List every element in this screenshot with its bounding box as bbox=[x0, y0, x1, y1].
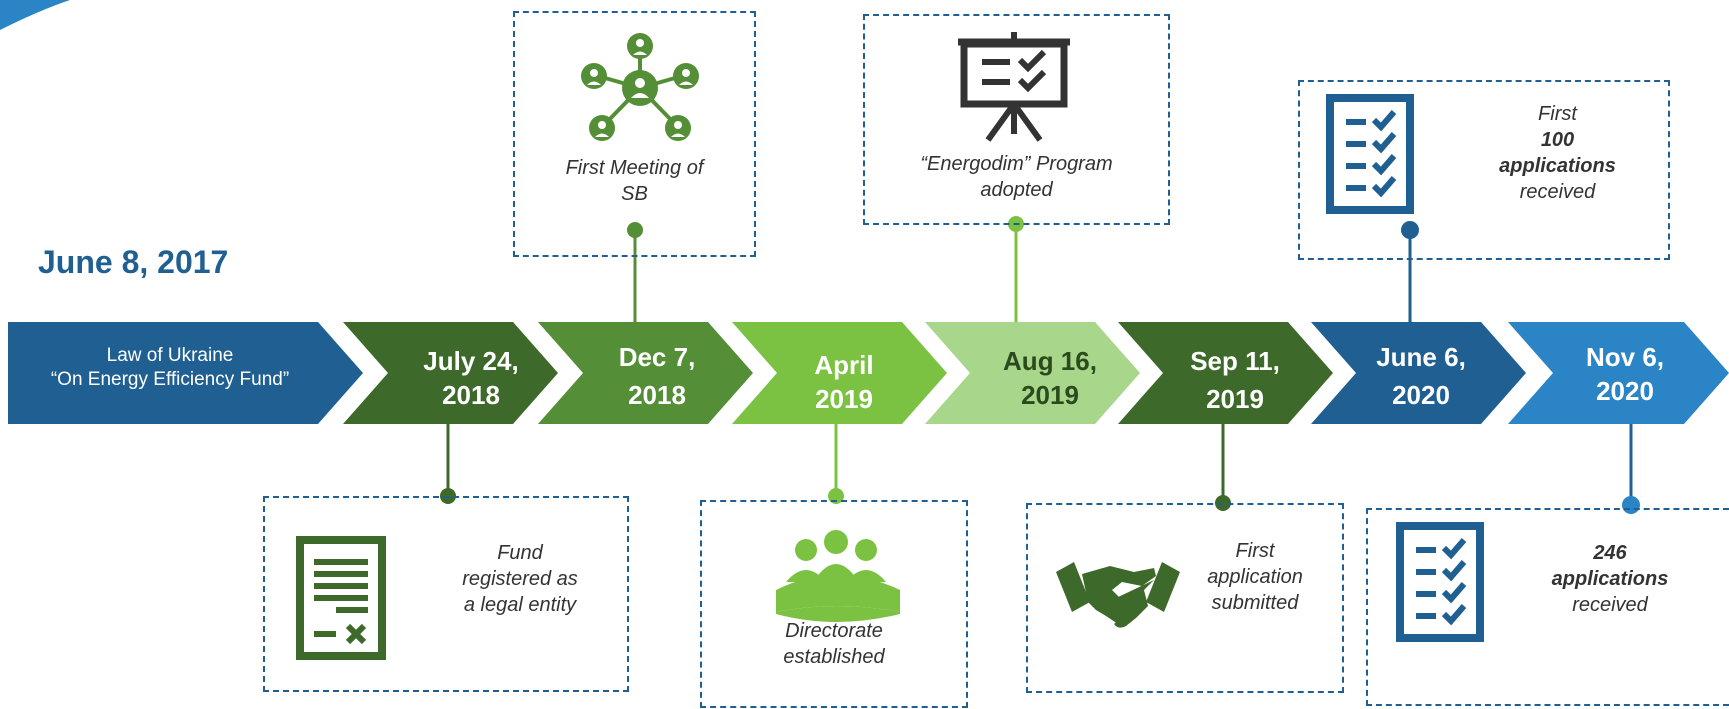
milestone-label-dec-2018: Dec 7, 2018 bbox=[582, 340, 732, 412]
event-box-fund-registered bbox=[263, 496, 629, 692]
milestone-label-aug-2019: Aug 16, 2019 bbox=[970, 344, 1130, 412]
caption-line: SB bbox=[621, 183, 648, 205]
caption-line: First Meeting of bbox=[565, 157, 704, 179]
milestone-arrow-6 bbox=[1508, 322, 1729, 424]
caption-line: application bbox=[1207, 566, 1303, 588]
milestone-year-line: 2018 bbox=[442, 380, 500, 410]
caption-bold-line: applications bbox=[1551, 568, 1669, 590]
milestone-arrow-1 bbox=[538, 322, 753, 424]
law-label: Law of Ukraine “On Energy Efficiency Fun… bbox=[0, 344, 340, 392]
checklist-icon bbox=[1326, 94, 1414, 214]
milestone-label-april-2019: April 2019 bbox=[774, 348, 914, 416]
law-arrow bbox=[8, 322, 363, 424]
caption-line: submitted bbox=[1211, 592, 1299, 614]
milestone-label-nov-2020: Nov 6, 2020 bbox=[1550, 340, 1700, 408]
milestone-arrow-4 bbox=[1118, 322, 1333, 424]
milestone-label-sep-2019: Sep 11, 2019 bbox=[1160, 344, 1310, 416]
event-caption-first-100: First 100 applications received bbox=[1470, 101, 1645, 205]
handshake-icon bbox=[1056, 562, 1180, 628]
caption-line: a legal entity bbox=[463, 594, 577, 616]
event-box-first-100 bbox=[1298, 80, 1670, 260]
milestone-date-line: Dec 7, bbox=[618, 342, 696, 372]
milestone-label-july-2018: July 24, 2018 bbox=[396, 344, 546, 412]
event-caption-directorate: Directorate established bbox=[700, 618, 968, 670]
presentation-board-icon bbox=[958, 32, 1070, 142]
caption-line: First bbox=[1538, 103, 1577, 125]
event-box-246-applications bbox=[1366, 508, 1729, 706]
milestone-date-line: June 6, bbox=[1376, 342, 1466, 372]
caption-line: First bbox=[1235, 540, 1275, 562]
caption-line: registered as bbox=[462, 568, 578, 590]
milestone-arrow-3 bbox=[925, 322, 1140, 424]
caption-line: established bbox=[783, 646, 885, 668]
milestone-year-line: 2020 bbox=[1596, 376, 1654, 406]
milestone-label-june-2020: June 6, 2020 bbox=[1346, 340, 1496, 412]
milestone-arrow-2 bbox=[732, 322, 947, 424]
milestone-date-line: Sep 11, bbox=[1190, 346, 1280, 376]
caption-line: Directorate bbox=[785, 620, 883, 642]
timeline-arrows bbox=[8, 322, 1729, 424]
caption-count: 246 bbox=[1593, 542, 1627, 564]
caption-line: Fund bbox=[497, 542, 543, 564]
caption-line: received bbox=[1572, 594, 1648, 616]
milestone-year-line: 2018 bbox=[628, 380, 686, 410]
event-box-first-meeting bbox=[513, 11, 756, 257]
event-box-energodim bbox=[863, 14, 1170, 225]
caption-line: “Energodim” Program bbox=[920, 153, 1113, 175]
corner-swoosh-decoration bbox=[0, 0, 70, 30]
event-caption-energodim: “Energodim” Program adopted bbox=[863, 151, 1170, 203]
milestone-arrow-0 bbox=[343, 322, 558, 424]
connectors bbox=[446, 224, 1633, 505]
event-caption-first-meeting: First Meeting of SB bbox=[513, 155, 756, 207]
caption-count: 100 bbox=[1540, 129, 1575, 151]
caption-line: adopted bbox=[980, 179, 1053, 201]
milestone-year-line: 2019 bbox=[1021, 380, 1079, 410]
caption-line: received bbox=[1519, 181, 1596, 203]
event-box-directorate bbox=[700, 500, 968, 708]
event-box-first-application bbox=[1026, 503, 1344, 693]
milestone-date-line: April bbox=[814, 350, 874, 380]
milestone-date-line: Aug 16, bbox=[1003, 346, 1097, 376]
caption-bold-line: applications bbox=[1499, 155, 1616, 177]
dot-first-meeting bbox=[627, 222, 643, 238]
milestone-year-line: 2019 bbox=[815, 384, 873, 414]
event-caption-fund-registered: Fund registered as a legal entity bbox=[430, 540, 610, 618]
start-date-heading: June 8, 2017 bbox=[38, 244, 229, 280]
milestone-date-line: July 24, bbox=[423, 346, 519, 376]
law-line-1: Law of Ukraine bbox=[106, 345, 234, 366]
dot-first-100 bbox=[1401, 221, 1419, 239]
meeting-people-icon bbox=[776, 530, 900, 622]
event-caption-246-applications: 246 applications received bbox=[1520, 540, 1700, 618]
checklist-icon bbox=[1396, 522, 1484, 642]
milestone-arrow-5 bbox=[1311, 322, 1526, 424]
network-people-icon bbox=[581, 33, 699, 141]
milestone-year-line: 2020 bbox=[1392, 380, 1450, 410]
law-line-2: “On Energy Efficiency Fund” bbox=[50, 369, 290, 390]
milestone-date-line: Nov 6, bbox=[1585, 342, 1665, 372]
milestone-year-line: 2019 bbox=[1206, 384, 1264, 414]
certificate-document-icon bbox=[296, 536, 386, 660]
event-caption-first-application: First application submitted bbox=[1180, 538, 1330, 616]
